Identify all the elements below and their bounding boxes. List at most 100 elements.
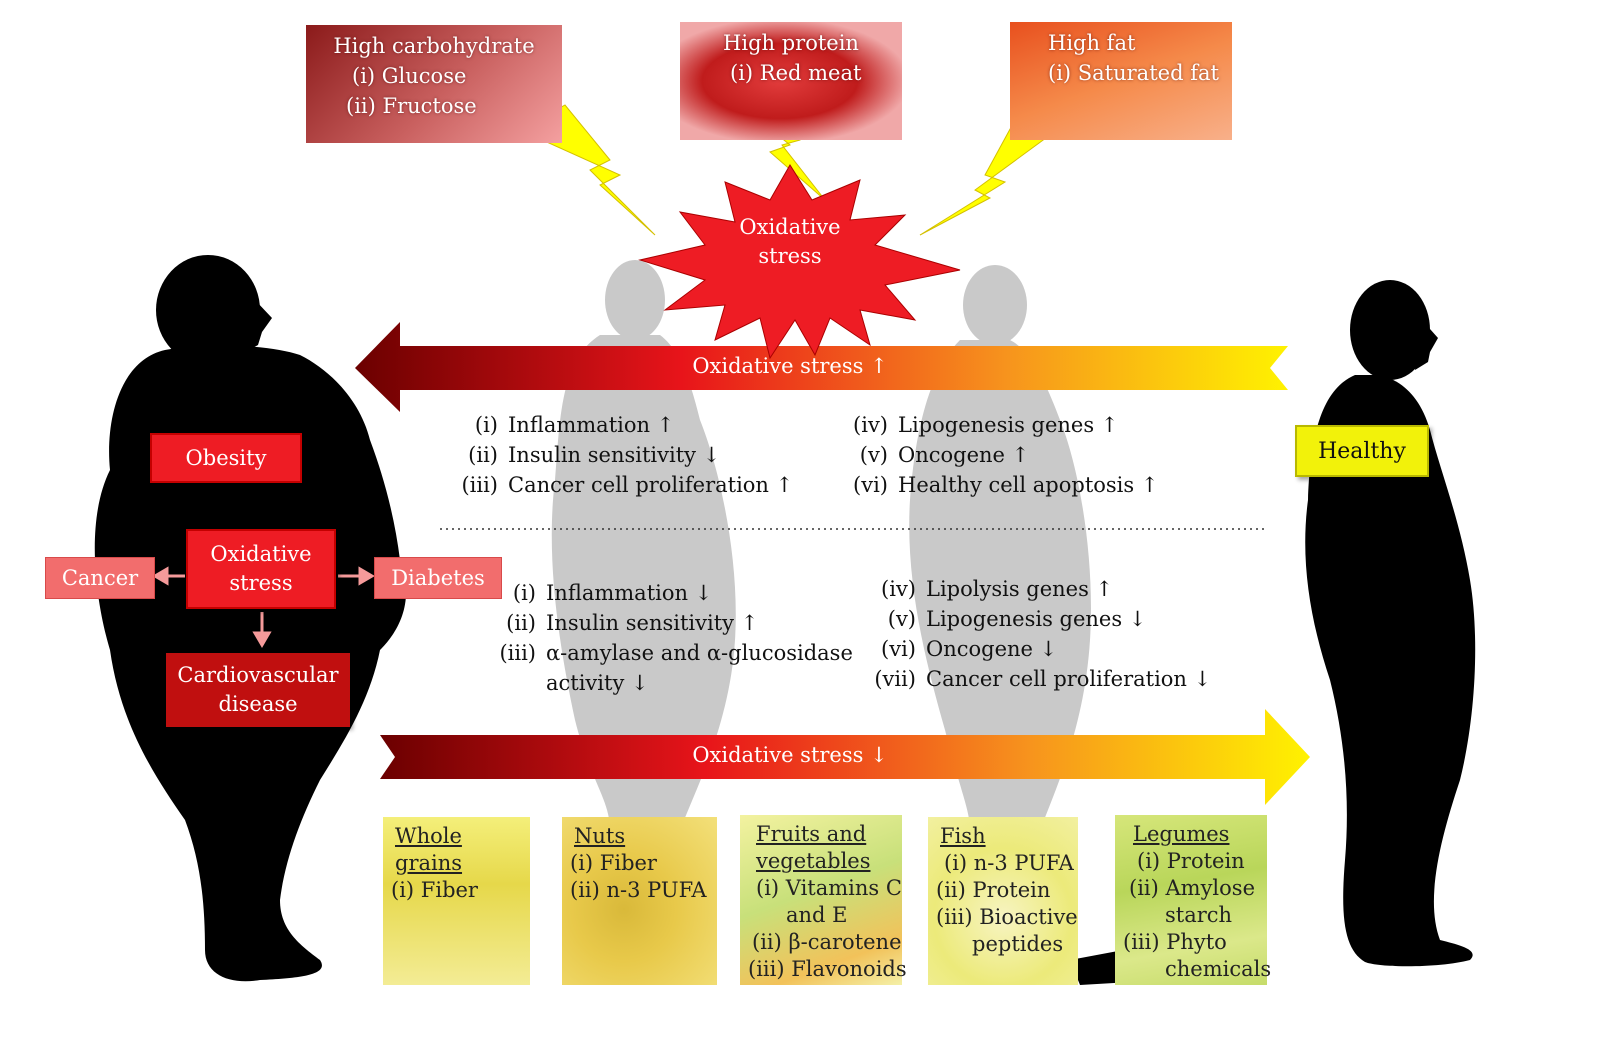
arrow-bottom-shape [380, 709, 1310, 805]
food-title: Fruits and [756, 822, 867, 846]
food-item: (ii) β-carotene [752, 930, 902, 954]
effect-text: Lipogenesis genes ↑ [898, 413, 1119, 437]
obesity-box: Obesity [150, 433, 302, 483]
effect-row: (ii) Insulin sensitivity ↓ [440, 440, 793, 470]
star-label-line2: stress [758, 244, 822, 268]
oxidative-stress-line1: Oxidative [210, 542, 312, 566]
effect-row: (v) Oncogene ↑ [830, 440, 1158, 470]
effect-row: (vi) Oncogene ↓ [858, 634, 1211, 664]
food-box-whole-grains: Whole grains (i) Fiber [383, 817, 530, 985]
effect-text: Oncogene ↑ [898, 443, 1030, 467]
effect-num: (ii) [468, 443, 498, 467]
food-title: grains [395, 851, 463, 875]
cvd-line2: disease [218, 692, 298, 716]
food-item: (i) Red meat [730, 61, 862, 85]
food-item: (iii) Flavonoids [748, 957, 907, 981]
effect-text: Lipolysis genes ↑ [926, 577, 1114, 601]
cancer-box: Cancer [45, 557, 155, 599]
ghost-silhouette-right [909, 265, 1091, 830]
diabetes-box: Diabetes [374, 557, 502, 599]
oxidative-stress-line2: stress [229, 571, 293, 595]
oxidative-stress-box: Oxidative stress [186, 529, 336, 609]
food-title: vegetables [756, 849, 871, 873]
food-item: (i) Protein [1137, 849, 1245, 873]
effect-text: Cancer cell proliferation ↓ [926, 667, 1212, 691]
food-box-high-protein: High protein (i) Red meat [680, 22, 902, 140]
effect-row: (i) Inflammation ↓ [478, 578, 853, 608]
food-item: peptides [972, 932, 1064, 956]
effect-text: Insulin sensitivity ↓ [508, 443, 721, 467]
effect-row: (vi) Healthy cell apoptosis ↑ [830, 470, 1158, 500]
arrow-top-label: Oxidative stress ↑ [692, 354, 888, 378]
food-item: (iii) Phyto [1123, 930, 1227, 954]
effect-num [478, 668, 546, 698]
effects-oxidative-down-left: (i) Inflammation ↓ (ii) Insulin sensitivit… [478, 578, 853, 698]
effect-text: Inflammation ↓ [546, 581, 713, 605]
food-item: (i) Vitamins C [756, 876, 902, 900]
effect-num: (iv) [881, 577, 916, 601]
arrow-bottom-label: Oxidative stress ↓ [692, 743, 888, 767]
effect-text: Healthy cell apoptosis ↑ [898, 473, 1159, 497]
food-item: (ii) Fructose [346, 94, 477, 118]
food-title: High protein [723, 31, 859, 55]
effects-oxidative-down-right: (iv) Lipolysis genes ↑ (v) Lipogenesis gen… [858, 574, 1211, 694]
effect-num: (vi) [881, 637, 916, 661]
effects-oxidative-up-left: (i) Inflammation ↑ (ii) Insulin sensitivit… [440, 410, 793, 500]
oxidative-stress-star-icon [638, 164, 961, 360]
effect-text: α-amylase and α-glucosidase [546, 641, 853, 665]
effect-text: Oncogene ↓ [926, 637, 1058, 661]
effect-num: (i) [474, 413, 498, 437]
oxidative-stress-star-label: Oxidative stress [725, 213, 855, 271]
food-item: (ii) Protein [936, 878, 1051, 902]
effect-text: Cancer cell proliferation ↑ [508, 473, 794, 497]
food-title: Legumes [1133, 822, 1230, 846]
effect-row: (i) Inflammation ↑ [440, 410, 793, 440]
food-item: (i) Glucose [352, 64, 467, 88]
food-box-nuts: Nuts (i) Fiber (ii) n-3 PUFA [562, 817, 717, 985]
effect-num: (vii) [874, 667, 916, 691]
effect-num: (ii) [506, 611, 536, 635]
effect-text: Insulin sensitivity ↑ [546, 611, 759, 635]
food-item: and E [786, 903, 848, 927]
effect-text: Inflammation ↑ [508, 413, 675, 437]
effect-row: (ii) Insulin sensitivity ↑ [478, 608, 853, 638]
food-box-fish: Fish (i) n-3 PUFA (ii) Protein (iii) Bio… [928, 817, 1078, 985]
effect-row: (iv)Lipogenesis genes ↑ [830, 410, 1158, 440]
effect-row: (iii) Cancer cell proliferation ↑ [440, 470, 793, 500]
effect-num: (v) [859, 443, 888, 467]
healthy-box: Healthy [1295, 425, 1429, 477]
food-item: (i) Saturated fat [1048, 61, 1219, 85]
food-title: Whole [395, 824, 462, 848]
food-item: (i) Fiber [570, 851, 657, 875]
food-item: (i) Fiber [391, 878, 478, 902]
effect-num: (iii) [499, 641, 536, 665]
food-title: High fat [1048, 31, 1136, 55]
food-item: (ii) Amylose [1129, 876, 1255, 900]
effect-text: activity ↓ [546, 671, 649, 695]
connector-arrows [152, 566, 375, 648]
effect-num: (v) [887, 607, 916, 631]
star-label-line1: Oxidative [739, 215, 841, 239]
cardiovascular-disease-box: Cardiovascular disease [166, 653, 350, 727]
effect-num: (i) [512, 581, 536, 605]
food-item: (ii) n-3 PUFA [570, 878, 707, 902]
food-box-legumes: Legumes (i) Protein (ii) Amylose starch … [1115, 815, 1271, 985]
arrow-top-shape [355, 322, 1288, 412]
food-box-fruits-vegetables: Fruits and vegetables (i) Vitamins C and… [740, 815, 907, 985]
food-title: Nuts [574, 824, 626, 848]
cvd-line1: Cardiovascular [177, 663, 339, 687]
food-box-high-carbohydrate: High carbohydrate (i) Glucose (ii) Fruct… [306, 25, 562, 143]
food-title: Fish [940, 824, 986, 848]
food-item: (iii) Bioactive [936, 905, 1078, 929]
effect-row: (vii) Cancer cell proliferation ↓ [858, 664, 1211, 694]
food-item: (i) n-3 PUFA [944, 851, 1074, 875]
food-title: High carbohydrate [333, 34, 535, 58]
food-item: starch [1165, 903, 1233, 927]
effect-text: Lipogenesis genes ↓ [926, 607, 1147, 631]
effect-num: (vi) [853, 473, 888, 497]
effect-row: (v) Lipogenesis genes ↓ [858, 604, 1211, 634]
effect-num: (iii) [461, 473, 498, 497]
ghost-silhouette-left [551, 260, 736, 830]
effects-oxidative-up-right: (iv)Lipogenesis genes ↑ (v) Oncogene ↑ (v… [830, 410, 1158, 500]
